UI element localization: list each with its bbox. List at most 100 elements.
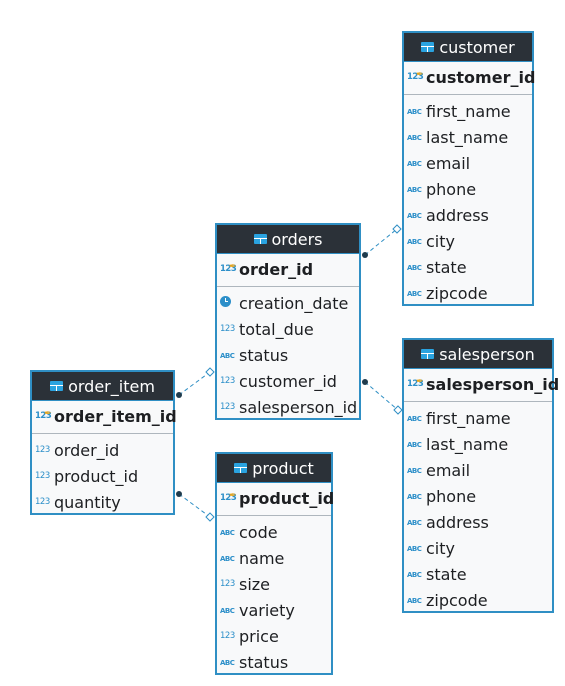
column-row[interactable]: 123 product_id xyxy=(32,463,173,489)
key-number-type-icon: 123✒ xyxy=(407,376,424,389)
column-row[interactable]: ABC state xyxy=(404,254,532,280)
relationship-order_item-orders[interactable] xyxy=(176,367,215,398)
key-number-type-icon: 123✒ xyxy=(407,69,424,82)
column-name: city xyxy=(426,231,455,251)
column-name: status xyxy=(239,652,289,672)
column-name: code xyxy=(239,522,278,542)
column-row[interactable]: creation_date xyxy=(217,290,359,316)
entity-header[interactable]: customer xyxy=(404,33,532,62)
number-type-icon: 123 xyxy=(35,470,50,481)
primary-key-column[interactable]: 123✒salesperson_id xyxy=(404,371,559,397)
column-name: name xyxy=(239,548,285,568)
column-name: last_name xyxy=(426,434,509,454)
column-name: phone xyxy=(426,179,477,199)
column-row[interactable]: ABC name xyxy=(217,545,331,571)
primary-key-section: 123✒order_id xyxy=(217,254,359,287)
text-type-icon: ABC xyxy=(220,554,235,563)
entity-title: customer xyxy=(439,37,515,57)
text-type-icon: ABC xyxy=(407,237,422,246)
key-number-type-icon: 123✒ xyxy=(220,490,237,503)
table-icon xyxy=(253,234,267,244)
one-end-diamond xyxy=(393,405,403,415)
datetime-type-icon xyxy=(220,294,239,313)
text-type-icon: ABC xyxy=(220,606,235,615)
column-row[interactable]: ABC last_name xyxy=(404,431,552,457)
entity-header[interactable]: order_item xyxy=(32,372,173,401)
one-end-diamond xyxy=(205,367,215,377)
text-type-icon: ABC xyxy=(407,263,422,272)
key-icon: ✒ xyxy=(229,490,237,501)
column-row[interactable]: ABC city xyxy=(404,228,532,254)
entity-header[interactable]: salesperson xyxy=(404,340,552,369)
text-type-icon: ABC xyxy=(407,440,422,449)
primary-key-column[interactable]: 123✒customer_id xyxy=(404,64,536,90)
entity-title: salesperson xyxy=(439,344,535,364)
key-icon: ✒ xyxy=(44,408,52,419)
number-type-icon: 123 xyxy=(220,323,235,334)
relationship-orders-customer[interactable] xyxy=(362,224,402,258)
column-name: order_id xyxy=(239,259,314,279)
relationship-order_item-product[interactable] xyxy=(176,491,215,522)
column-name: state xyxy=(426,257,467,277)
key-number-type-icon: 123✒ xyxy=(35,408,52,421)
column-name: zipcode xyxy=(426,590,488,610)
column-name: customer_id xyxy=(426,67,536,87)
entity-title: orders xyxy=(271,229,323,249)
entity-title: order_item xyxy=(68,376,155,396)
column-name: product_id xyxy=(54,466,139,486)
relationship-line[interactable] xyxy=(178,371,211,396)
entity-header[interactable]: product xyxy=(217,454,331,483)
text-type-icon: ABC xyxy=(407,570,422,579)
primary-key-column[interactable]: 123✒product_id xyxy=(217,485,334,511)
column-name: first_name xyxy=(426,101,511,121)
text-type-icon: ABC xyxy=(407,414,422,423)
column-name: order_item_id xyxy=(54,406,177,426)
column-name: zipcode xyxy=(426,283,488,303)
column-name: size xyxy=(239,574,271,594)
number-type-icon: 123 xyxy=(35,444,50,455)
relationship-line[interactable] xyxy=(178,493,211,518)
column-name: price xyxy=(239,626,279,646)
relationship-orders-salesperson[interactable] xyxy=(362,379,403,415)
number-type-icon: 123 xyxy=(35,496,50,507)
relationship-line[interactable] xyxy=(364,228,398,256)
primary-key-column[interactable]: 123✒order_id xyxy=(217,256,359,282)
relationship-line[interactable] xyxy=(364,381,399,411)
primary-key-column[interactable]: 123✒order_item_id xyxy=(32,403,177,429)
column-name: customer_id xyxy=(239,371,337,391)
entity-header[interactable]: orders xyxy=(217,225,359,254)
key-number-type-icon: 123✒ xyxy=(220,261,237,274)
column-name: email xyxy=(426,460,471,480)
